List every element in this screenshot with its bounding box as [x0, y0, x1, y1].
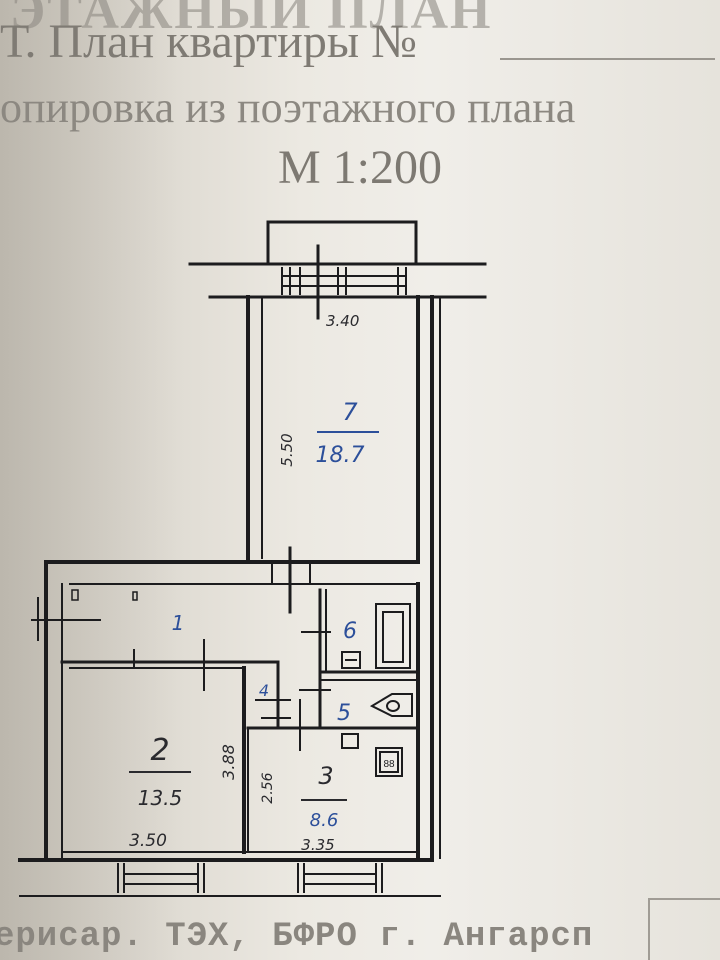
interior-partitions	[60, 588, 420, 854]
room-3-width-dimension: 3.35	[301, 836, 334, 854]
corner-detail	[71, 589, 79, 601]
header-copy-note: опировка из поэтажного плана	[0, 83, 576, 132]
room-7-width-dimension: 3.40	[326, 312, 359, 330]
bottom-window-left	[117, 863, 205, 893]
bathroom-sink-icon	[341, 651, 361, 669]
header-scale: М 1:200	[278, 141, 443, 194]
room-1-number: 1	[172, 611, 185, 635]
stove-icon	[375, 747, 403, 777]
vent-detail	[132, 591, 138, 601]
room-7-number: 7	[342, 398, 358, 426]
room-7-walls	[246, 295, 441, 860]
room-6-number: 6	[343, 619, 357, 644]
room-2-number: 2	[150, 733, 169, 768]
toilet-icon	[369, 693, 413, 717]
footer-stamp-text: ерисар. ТЭХ, БФРО г. Ангарсп	[0, 918, 594, 956]
header-apartment-plan: Т. План квартиры №	[0, 15, 417, 68]
room-2-length-dimension: 3.88	[219, 744, 238, 780]
kitchen-sink-icon	[341, 733, 359, 749]
stove-label: 88	[383, 759, 395, 770]
apartment-number-blank	[500, 58, 715, 60]
footer-box	[648, 898, 720, 960]
header-title: ЭТАЖНЫЙ ПЛАН	[10, 0, 493, 40]
bottom-window-right	[297, 863, 383, 893]
room-3-length-dimension: 2.56	[260, 772, 276, 803]
apartment-outer-walls	[18, 560, 441, 897]
room-5-number: 5	[337, 701, 351, 726]
room-3-area: 8.6	[310, 810, 339, 831]
top-window	[281, 244, 407, 320]
room-7-area: 18.7	[316, 443, 365, 468]
room-4-number: 4	[259, 681, 269, 700]
room-7-doorway	[271, 546, 311, 614]
room-2-area: 13.5	[138, 786, 183, 810]
room-7-length-dimension: 5.50	[278, 433, 296, 466]
room-2-width-dimension: 3.50	[129, 831, 167, 851]
bathtub-icon	[375, 603, 411, 669]
room-3-number: 3	[318, 762, 333, 790]
